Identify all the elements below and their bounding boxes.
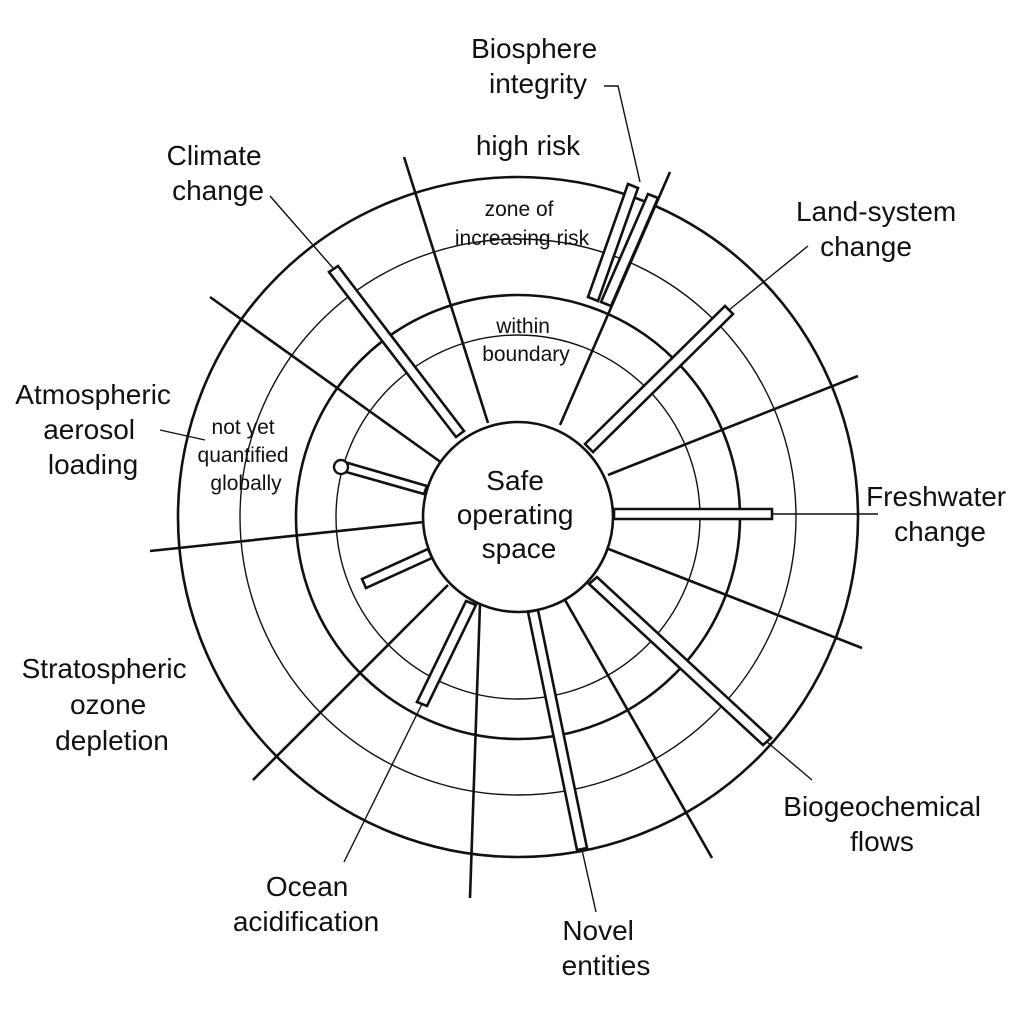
sector-divider [607, 374, 859, 477]
sector-divider [252, 584, 449, 781]
biogeochemical-flows-leader [766, 741, 813, 781]
biosphere-integrity-bar-2 [599, 192, 660, 308]
climate-change-label: Climate change [167, 140, 270, 206]
sector-divider [209, 295, 443, 465]
sector-divider [563, 599, 714, 859]
high-risk-ring [239, 238, 797, 796]
increasing-risk-label: zone of increasing risk [455, 198, 590, 250]
biogeochemical-flows-label: Biogeochemical flows [783, 791, 988, 857]
climate-change-leader [269, 195, 334, 269]
climate-change-bar [327, 264, 466, 439]
biosphere-integrity-label: Biosphere integrity [471, 33, 605, 99]
status-bars [327, 182, 774, 852]
outer-ring [176, 175, 860, 859]
land-system-change-leader [728, 245, 809, 311]
land-system-change-bar [583, 304, 735, 454]
within-boundary-label: within boundary [482, 315, 570, 366]
freshwater-change-bar [612, 507, 774, 521]
ocean-acidification-bar [415, 599, 478, 708]
biogeochemical-flows-bar [587, 575, 773, 747]
atmospheric-aerosol-label: Atmospheric aerosol loading [15, 379, 178, 480]
novel-entities-leader [581, 849, 597, 913]
aerosol-loading-leader [159, 429, 206, 441]
sector-divider [149, 520, 425, 553]
stratospheric-ozone-label: Stratospheric ozone depletion [22, 653, 195, 756]
not-quantified-label: not yet quantified globally [198, 416, 295, 495]
ocean-acidification-leader [343, 703, 423, 863]
aerosol-loading-bar [344, 461, 429, 496]
ocean-acidification-label: Ocean acidification [233, 871, 379, 937]
biosphere-integrity-leader [604, 85, 641, 183]
biosphere-integrity-bar-1 [586, 182, 640, 303]
stratospheric-ozone-bar [360, 547, 434, 590]
sector-divider [402, 156, 490, 424]
sector-divider [468, 603, 482, 899]
sector-divider [605, 546, 863, 650]
leader-lines [159, 85, 878, 913]
freshwater-change-label: Freshwater change [866, 481, 1014, 547]
novel-entities-label: Novel entities [562, 915, 651, 981]
safe-operating-space-label: Safe operating space [457, 465, 582, 564]
sector-dividers [149, 156, 863, 899]
novel-entities-bar [526, 608, 589, 852]
land-system-change-label: Land-system change [796, 196, 964, 262]
aerosol-loading-marker [332, 458, 350, 476]
high-risk-label: high risk [476, 130, 581, 161]
